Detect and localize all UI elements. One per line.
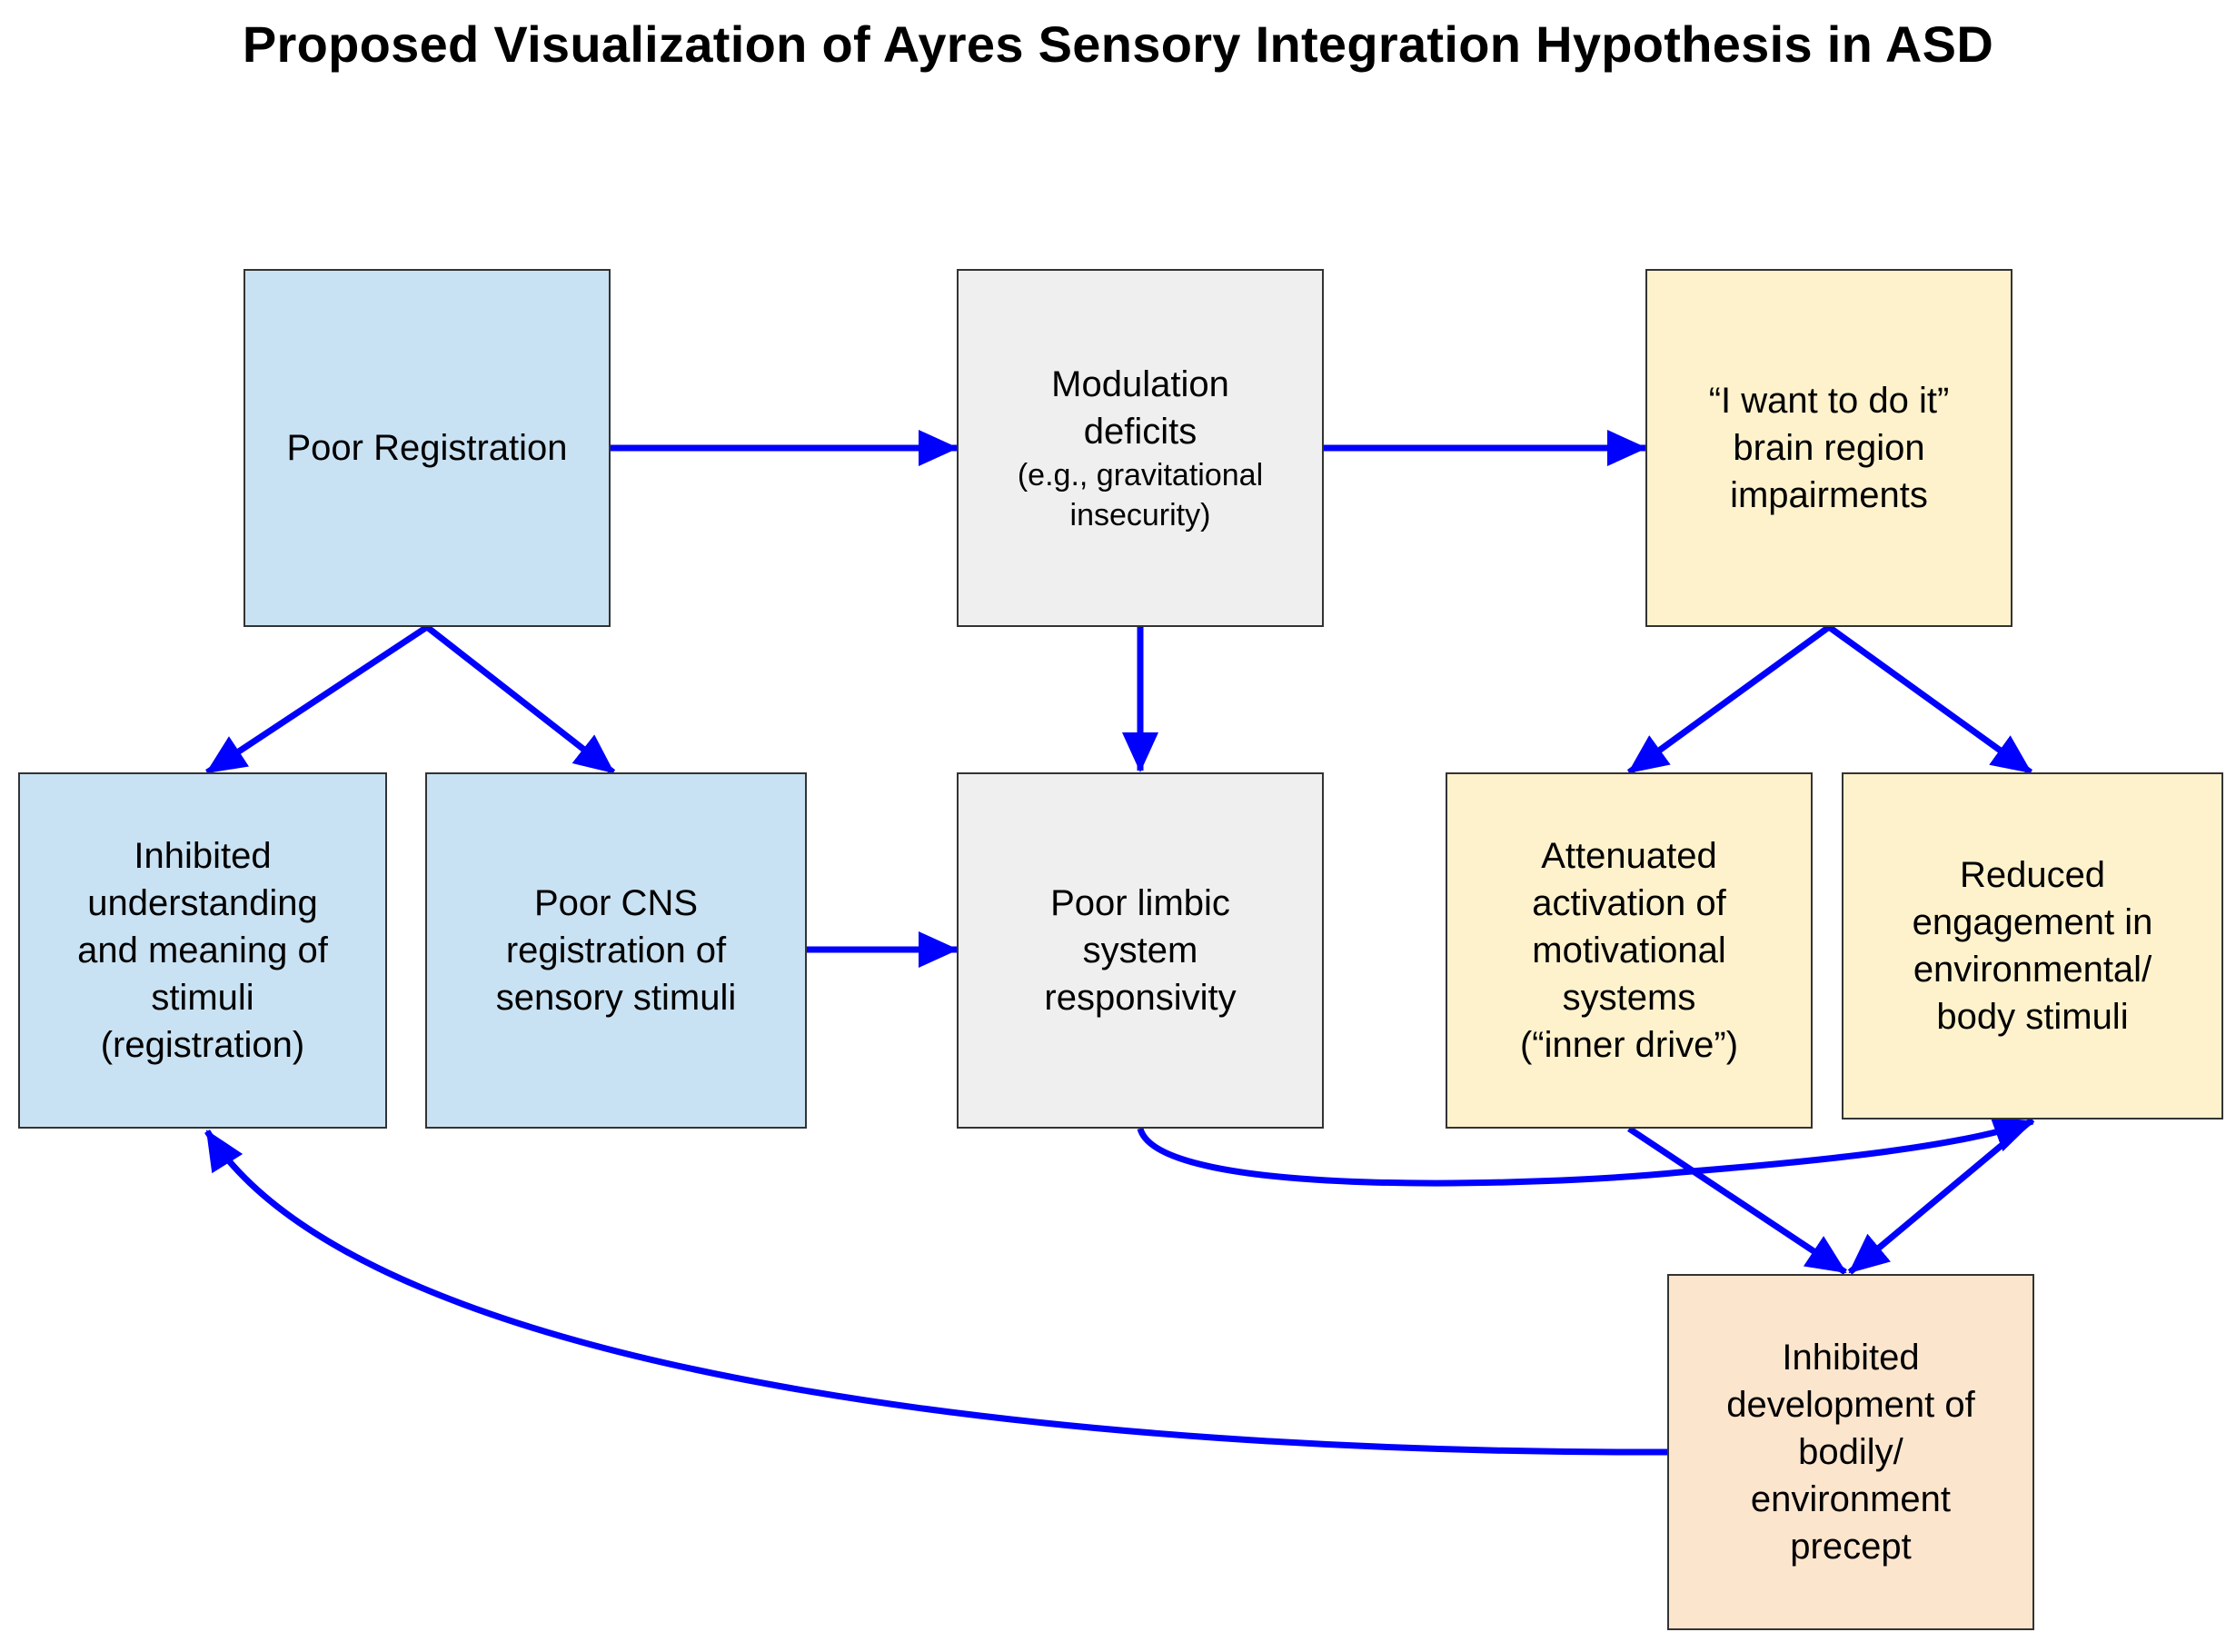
diagram-title: Proposed Visualization of Ayres Sensory … <box>242 15 1994 73</box>
arrow-want-to-do-it-to-reduced-engagement <box>1826 624 2033 775</box>
poor-registration-box: Poor Registration <box>243 269 611 627</box>
attenuated-activation-label: Attenuated activation of motivational sy… <box>1519 836 1739 1065</box>
poor-cns-box: Poor CNS registration of sensory stimuli <box>425 772 807 1129</box>
poor-limbic-box: Poor limbic system responsivity <box>957 772 1324 1129</box>
arrow-poor-limbic-to-reduced-engagement <box>1137 1117 2034 1187</box>
arrow-inhibited-development-to-inhibited-understanding <box>204 1130 1668 1456</box>
inhibited-understanding-label: Inhibited understanding and meaning of s… <box>77 836 328 1065</box>
poor-registration-label: Poor Registration <box>286 428 568 468</box>
want-to-do-it-label: “I want to do it” brain region impairmen… <box>1708 381 1950 515</box>
poor-cns-label: Poor CNS registration of sensory stimuli <box>495 883 737 1018</box>
modulation-deficits-box: Modulation deficits (e.g., gravitational… <box>957 269 1324 627</box>
reduced-engagement-box: Reduced engagement in environmental/ bod… <box>1842 772 2223 1120</box>
arrow-poor-registration-to-poor-cns <box>424 624 616 775</box>
modulation-deficits-example: (e.g., gravitational insecurity) <box>1017 457 1264 532</box>
inhibited-development-label: Inhibited development of bodily/ environ… <box>1726 1338 1975 1567</box>
arrow-attenuated-activation-to-inhibited-development <box>1627 1126 1847 1275</box>
reduced-engagement-label: Reduced engagement in environmental/ bod… <box>1912 855 2153 1037</box>
inhibited-understanding-box: Inhibited understanding and meaning of s… <box>18 772 387 1129</box>
arrow-poor-registration-to-inhibited-understanding <box>205 624 429 775</box>
attenuated-activation-box: Attenuated activation of motivational sy… <box>1446 772 1813 1129</box>
want-to-do-it-box: “I want to do it” brain region impairmen… <box>1645 269 2012 627</box>
poor-limbic-label: Poor limbic system responsivity <box>1044 883 1237 1018</box>
modulation-deficits-label: Modulation deficits <box>1051 363 1229 452</box>
inhibited-development-box: Inhibited development of bodily/ environ… <box>1667 1274 2034 1630</box>
arrow-reduced-engagement-to-inhibited-development <box>1847 1117 2035 1275</box>
arrow-want-to-do-it-to-attenuated-activation <box>1626 624 1832 775</box>
